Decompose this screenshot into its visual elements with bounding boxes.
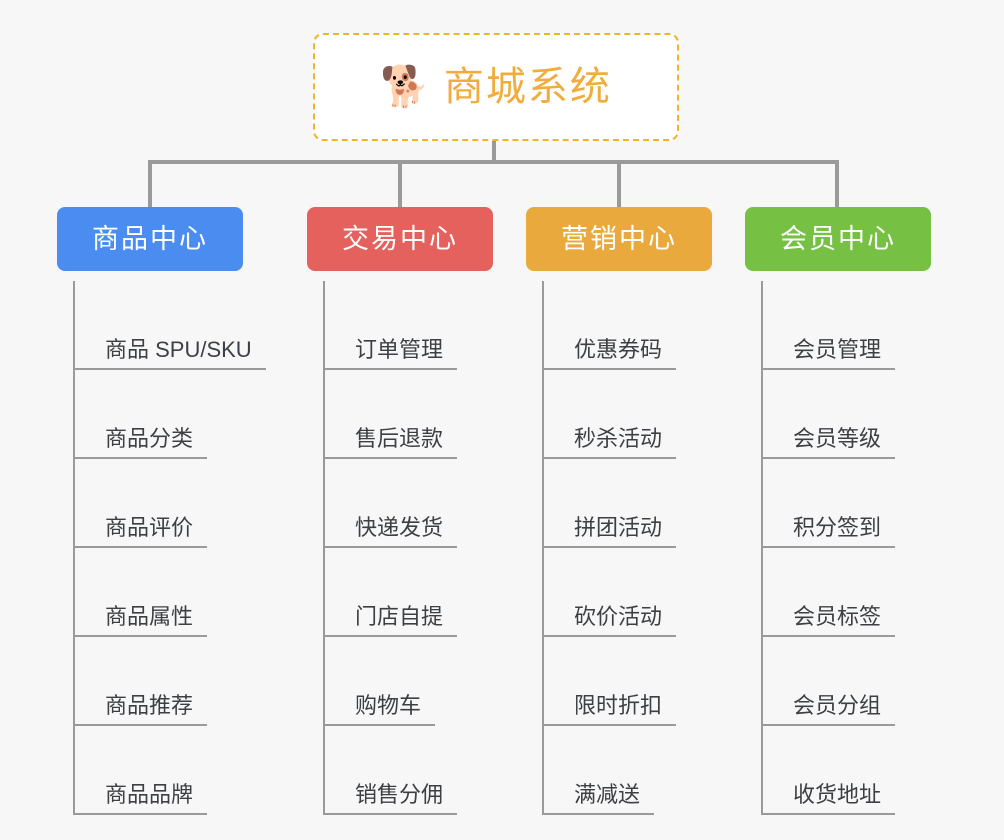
list-item[interactable]: 会员分组 [763,637,931,726]
list-item[interactable]: 商品属性 [75,548,243,637]
category-title-4: 会员中心 [780,223,896,254]
root-title: 商城系统 [443,65,612,109]
leaf-label: 商品分类 [75,426,208,459]
leaf-label: 满减送 [544,782,655,815]
leaf-label: 砍价活动 [544,604,677,637]
leaf-label: 会员管理 [763,337,896,370]
leaf-label: 会员等级 [763,426,896,459]
list-item[interactable]: 限时折扣 [544,637,712,726]
connector-horizontal-bus [148,160,839,164]
category-column-会员中心: 会员中心 会员管理 会员等级 积分签到 会员标签 会员分组 收货地址 [745,207,931,815]
leaf-list-4: 会员管理 会员等级 积分签到 会员标签 会员分组 收货地址 [761,281,931,815]
leaf-label: 限时折扣 [544,693,677,726]
list-item[interactable]: 售后退款 [325,370,493,459]
leaf-list-3: 优惠券码 秒杀活动 拼团活动 砍价活动 限时折扣 满减送 [542,281,712,815]
category-column-商品中心: 商品中心 商品 SPU/SKU 商品分类 商品评价 商品属性 商品推荐 商品品牌 [57,207,266,815]
leaf-label: 商品属性 [75,604,208,637]
list-item[interactable]: 快递发货 [325,459,493,548]
list-item[interactable]: 购物车 [325,637,493,726]
list-item[interactable]: 满减送 [544,726,712,815]
category-column-营销中心: 营销中心 优惠券码 秒杀活动 拼团活动 砍价活动 限时折扣 满减送 [526,207,712,815]
list-item[interactable]: 门店自提 [325,548,493,637]
leaf-label: 购物车 [325,693,436,726]
list-item[interactable]: 订单管理 [325,281,493,370]
category-title-1: 商品中心 [92,223,208,254]
list-item[interactable]: 砍价活动 [544,548,712,637]
leaf-label: 快递发货 [325,515,458,548]
list-item[interactable]: 秒杀活动 [544,370,712,459]
list-item[interactable]: 会员标签 [763,548,931,637]
category-header-2[interactable]: 交易中心 [307,207,493,271]
leaf-label: 会员标签 [763,604,896,637]
leaf-label: 会员分组 [763,693,896,726]
list-item[interactable]: 积分签到 [763,459,931,548]
connector-drop-3 [617,160,621,208]
leaf-label: 商品推荐 [75,693,208,726]
category-header-4[interactable]: 会员中心 [745,207,931,271]
shiba-dog-face-icon: 🐕 [380,65,430,109]
category-header-3[interactable]: 营销中心 [526,207,712,271]
list-item[interactable]: 商品 SPU/SKU [75,281,266,370]
connector-root-stem [492,141,496,163]
leaf-label: 拼团活动 [544,515,677,548]
leaf-label: 秒杀活动 [544,426,677,459]
category-title-2: 交易中心 [342,223,458,254]
leaf-list-2: 订单管理 售后退款 快递发货 门店自提 购物车 销售分佣 [323,281,493,815]
list-item[interactable]: 商品分类 [75,370,243,459]
leaf-label: 订单管理 [325,337,458,370]
list-item[interactable]: 销售分佣 [325,726,493,815]
connector-drop-1 [148,160,152,208]
list-item[interactable]: 会员管理 [763,281,931,370]
category-column-交易中心: 交易中心 订单管理 售后退款 快递发货 门店自提 购物车 销售分佣 [307,207,493,815]
list-item[interactable]: 拼团活动 [544,459,712,548]
list-item[interactable]: 商品评价 [75,459,243,548]
connector-drop-4 [835,160,839,208]
list-item[interactable]: 商品品牌 [75,726,243,815]
list-item[interactable]: 商品推荐 [75,637,243,726]
list-item[interactable]: 收货地址 [763,726,931,815]
list-item[interactable]: 优惠券码 [544,281,712,370]
leaf-label: 商品品牌 [75,782,208,815]
root-node[interactable]: 🐕 商城系统 [313,33,679,141]
leaf-label: 门店自提 [325,604,458,637]
leaf-label: 商品评价 [75,515,208,548]
leaf-label: 售后退款 [325,426,458,459]
leaf-label: 优惠券码 [544,337,677,370]
leaf-label: 商品 SPU/SKU [75,337,266,370]
leaf-list-1: 商品 SPU/SKU 商品分类 商品评价 商品属性 商品推荐 商品品牌 [73,281,266,815]
category-title-3: 营销中心 [561,223,677,254]
category-header-1[interactable]: 商品中心 [57,207,243,271]
leaf-label: 收货地址 [763,782,896,815]
list-item[interactable]: 会员等级 [763,370,931,459]
leaf-label: 积分签到 [763,515,896,548]
connector-drop-2 [398,160,402,208]
leaf-label: 销售分佣 [325,782,458,815]
